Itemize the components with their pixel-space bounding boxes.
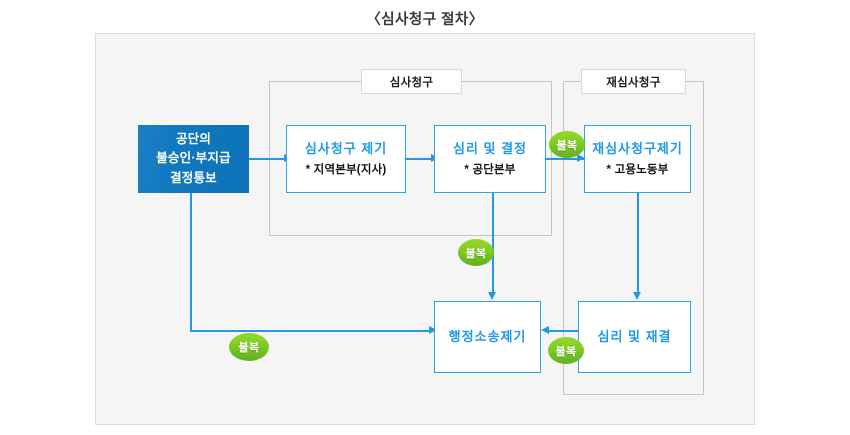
connector-notice-to-claim — [249, 158, 286, 160]
badge-appeal-review-to-lawsuit: 불복 — [458, 239, 494, 266]
arrowhead-review-to-reexam — [577, 154, 585, 162]
arrowhead-notice-to-lawsuit — [429, 326, 437, 334]
connector-notice-to-lawsuit — [190, 330, 433, 332]
badge-appeal-ruling-to-lawsuit: 불복 — [548, 337, 584, 364]
connector-claim-to-review — [406, 158, 434, 160]
node-claim-file[interactable]: 심사청구 제기 * 지역본부(지사) — [286, 125, 406, 193]
group-label-jaesimsa: 재심사청구 — [581, 69, 686, 94]
node-reexam-file-title: 재심사청구제기 — [592, 141, 683, 157]
arrowhead-reexam-to-ruling — [633, 292, 641, 300]
arrowhead-review-to-lawsuit — [488, 292, 496, 300]
node-decision-notice-label: 공단의 불승인·부지급 결정통보 — [156, 131, 231, 185]
node-claim-file-subtitle: * 지역본부(지사) — [305, 163, 387, 176]
page-title: 〈심사청구 절차〉 — [366, 12, 484, 28]
connector-review-to-lawsuit — [492, 193, 494, 293]
node-review-decision-title: 심리 및 결정 — [452, 141, 528, 157]
connector-notice-down — [190, 193, 192, 332]
connector-review-to-reexam — [546, 158, 586, 160]
diagram-canvas: 심사청구 재심사청구 공단의 불승인·부지급 결정통보 심사청구 제기 * 지역… — [95, 33, 755, 425]
node-claim-file-title: 심사청구 제기 — [304, 141, 388, 157]
group-label-simsa: 심사청구 — [361, 69, 462, 94]
node-review-decision-subtitle: * 공단본부 — [464, 163, 516, 176]
node-admin-lawsuit-title: 행정소송제기 — [448, 328, 527, 344]
connector-ruling-to-lawsuit — [548, 330, 578, 332]
node-reexam-file[interactable]: 재심사청구제기 * 고용노동부 — [584, 125, 691, 193]
node-admin-lawsuit[interactable]: 행정소송제기 — [434, 301, 541, 373]
arrowhead-ruling-to-lawsuit — [541, 326, 549, 334]
node-review-decision[interactable]: 심리 및 결정 * 공단본부 — [434, 125, 546, 193]
badge-appeal-notice-to-lawsuit: 불복 — [229, 333, 269, 361]
connector-reexam-to-ruling — [637, 193, 639, 293]
badge-appeal-review-to-reexam: 불복 — [549, 131, 585, 158]
node-review-ruling[interactable]: 심리 및 재결 — [578, 301, 691, 373]
node-reexam-file-subtitle: * 고용노동부 — [606, 163, 669, 176]
node-decision-notice[interactable]: 공단의 불승인·부지급 결정통보 — [138, 125, 249, 193]
node-review-ruling-title: 심리 및 재결 — [597, 328, 672, 344]
